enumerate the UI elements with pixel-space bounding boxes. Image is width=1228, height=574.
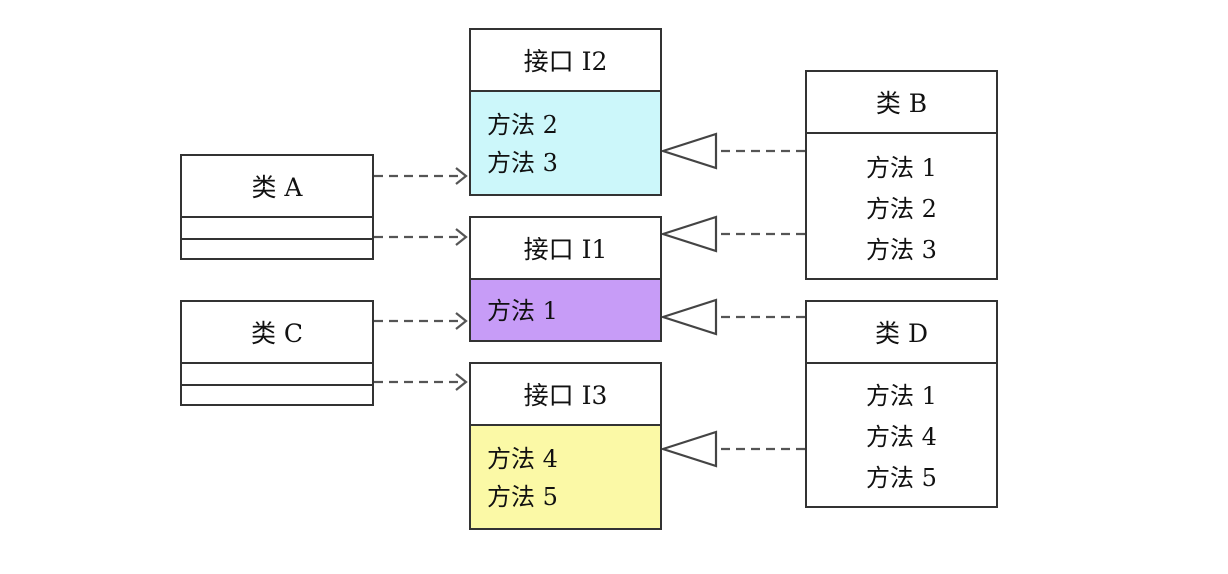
- interface-i2-method: 方法 2: [487, 111, 558, 139]
- class-d-method: 方法 1: [866, 382, 937, 410]
- class-d-method: 方法 5: [866, 464, 937, 492]
- class-c-box: 类 C: [180, 300, 374, 406]
- interface-i3-method: 方法 5: [487, 483, 558, 511]
- hollow-triangle-d-i3: [659, 430, 718, 468]
- interface-i1-method: 方法 1: [487, 297, 558, 325]
- class-b-box: 类 B 方法 1 方法 2 方法 3: [805, 70, 998, 280]
- interface-i2-box: 接口 I2 方法 2 方法 3: [469, 28, 662, 196]
- hollow-triangle-b-i2: [659, 132, 718, 170]
- class-d-title: 类 D: [807, 302, 996, 364]
- interface-i1-methods: 方法 1: [471, 280, 660, 340]
- interface-i2-title: 接口 I2: [471, 30, 660, 92]
- open-arrowhead-c-i3: [455, 373, 468, 391]
- interface-i3-title: 接口 I3: [471, 364, 660, 426]
- interface-i1-box: 接口 I1 方法 1: [469, 216, 662, 342]
- interface-i2-method: 方法 3: [487, 149, 558, 177]
- class-a-box: 类 A: [180, 154, 374, 260]
- class-b-methods: 方法 1 方法 2 方法 3: [807, 134, 996, 278]
- interface-i3-methods: 方法 4 方法 5: [471, 426, 660, 528]
- open-arrowhead-a-i1: [455, 228, 468, 246]
- class-b-method: 方法 1: [866, 154, 937, 182]
- interface-i3-box: 接口 I3 方法 4 方法 5: [469, 362, 662, 530]
- class-a-title: 类 A: [182, 156, 372, 218]
- interface-i3-method: 方法 4: [487, 445, 558, 473]
- interface-i2-methods: 方法 2 方法 3: [471, 92, 660, 194]
- hollow-triangle-d-i1: [659, 298, 718, 336]
- open-arrowhead-c-i1: [455, 312, 468, 330]
- class-b-title: 类 B: [807, 72, 996, 134]
- interface-i1-title: 接口 I1: [471, 218, 660, 280]
- class-d-methods: 方法 1 方法 4 方法 5: [807, 364, 996, 506]
- hollow-triangle-b-i1: [659, 215, 718, 253]
- class-d-method: 方法 4: [866, 423, 937, 451]
- class-a-attributes: [182, 218, 372, 240]
- class-b-method: 方法 3: [866, 236, 937, 264]
- class-c-title: 类 C: [182, 302, 372, 364]
- class-b-method: 方法 2: [866, 195, 937, 223]
- open-arrowhead-a-i2: [455, 167, 468, 185]
- class-d-box: 类 D 方法 1 方法 4 方法 5: [805, 300, 998, 508]
- class-c-attributes: [182, 364, 372, 386]
